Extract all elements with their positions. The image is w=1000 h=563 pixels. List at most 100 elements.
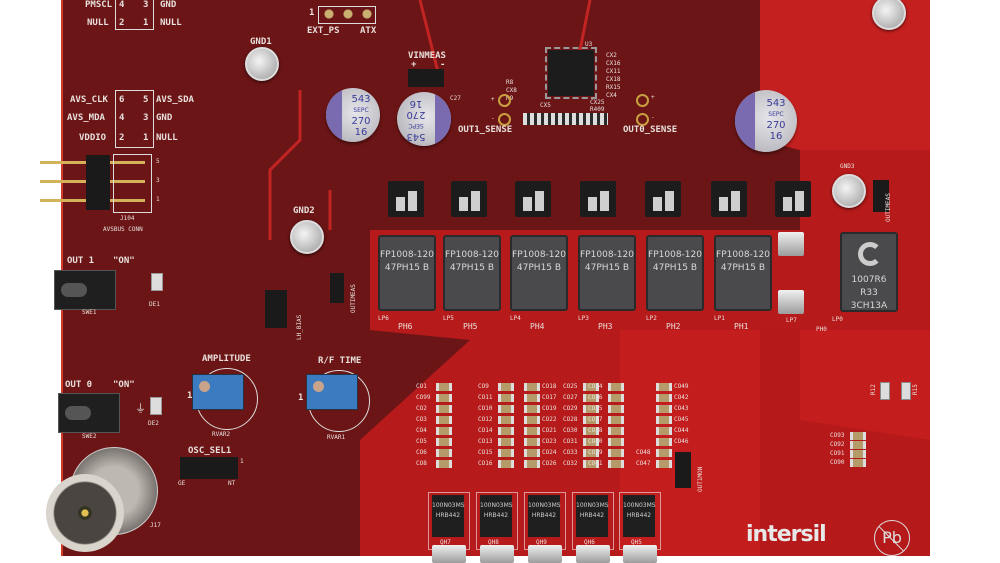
label-cx25: CX25: [590, 99, 605, 106]
label-swe1: SWE1: [82, 309, 97, 316]
label-co: CO90: [830, 459, 845, 466]
pad-icon: [795, 191, 804, 211]
label-plus: +: [651, 94, 655, 101]
label-de2: DE2: [148, 420, 159, 427]
sense-test-point[interactable]: [498, 94, 511, 107]
rf-time-potentiometer[interactable]: [306, 374, 358, 410]
pad-icon: [600, 191, 609, 211]
resistor-r12: [880, 382, 890, 400]
label-rvar1: RVAR1: [327, 434, 346, 441]
amplitude-potentiometer[interactable]: [192, 374, 244, 410]
label-u3: U3: [585, 41, 593, 48]
sense-test-point[interactable]: [498, 113, 511, 126]
label-gnd: GND: [160, 0, 177, 10]
sense-test-point[interactable]: [636, 113, 649, 126]
label-lp0: LP0: [832, 316, 843, 323]
label-vinmeas: VINMEAS: [408, 51, 446, 61]
led-de2: [150, 397, 162, 415]
label-co: CO43: [674, 405, 689, 412]
mlcc-capacitor: [498, 449, 514, 457]
pmbus-header: [115, 0, 154, 30]
pin-label: 3: [143, 0, 149, 10]
mlcc-capacitor: [498, 394, 514, 402]
pad-icon: [535, 191, 544, 211]
gnd1-test-point[interactable]: [245, 47, 279, 81]
mlcc-capacitor: [436, 394, 452, 402]
inductor-marking: FP1008-120: [580, 250, 634, 260]
mlcc-capacitor: [656, 383, 672, 391]
label-osc-sel1: OSC_SEL1: [188, 446, 232, 456]
label-co: CO19: [542, 405, 557, 412]
label-lp: LP5: [443, 315, 454, 322]
mlcc-capacitor: [524, 460, 540, 468]
label-null: NULL: [87, 18, 109, 28]
gnd2-test-point[interactable]: [290, 220, 324, 254]
outimeas-header[interactable]: [873, 180, 889, 212]
label-co: CO18: [542, 383, 557, 390]
cap-marking: 270: [766, 120, 786, 131]
label-r15: R15: [912, 384, 919, 395]
label-avsbus-conn: AVSBUS CONN: [103, 226, 143, 233]
label-co: CO49: [674, 383, 689, 390]
label-minus: -: [651, 114, 655, 121]
pin-label: 3: [156, 177, 160, 184]
lh-bias-jumper[interactable]: [265, 290, 287, 328]
label-ref: RX15: [606, 84, 621, 91]
label-pmscl: PMSCL: [85, 0, 113, 10]
lp7-pad: [778, 232, 804, 256]
label-lh-bias: LH_BIAS: [296, 314, 303, 340]
sense-test-point[interactable]: [636, 94, 649, 107]
label-avs-clk: AVS_CLK: [70, 95, 108, 105]
mosfet-marking: HRB442: [531, 512, 557, 519]
pin-label: 1: [298, 393, 304, 403]
out1mon-header[interactable]: [675, 452, 691, 488]
mlcc-capacitor: [498, 427, 514, 435]
outimeas-jumper[interactable]: [330, 273, 344, 303]
mlcc-capacitor: [608, 416, 624, 424]
avsbus-connector[interactable]: [86, 155, 110, 210]
mlcc-capacitor: [608, 438, 624, 446]
label-co: CO14: [478, 427, 493, 434]
label-co: CO30: [563, 427, 578, 434]
pin-label: 1: [309, 8, 315, 18]
label-co: CO35: [588, 405, 603, 412]
osc-sel-jumper[interactable]: [180, 457, 238, 479]
label-co: CO25: [563, 383, 578, 390]
inductor-ph0: 1007R6 R33 3CH13A: [840, 232, 898, 312]
label-qh: QH8: [488, 539, 499, 546]
label-minus: -: [440, 60, 446, 70]
label-co: CO8: [416, 460, 427, 467]
label-rf-time: R/F TIME: [318, 356, 362, 366]
mlcc-capacitor: [436, 383, 452, 391]
vinmeas-header[interactable]: [408, 69, 444, 87]
mlcc-capacitor: [608, 449, 624, 457]
inductor-marking: 47PH15 B: [384, 263, 430, 273]
pin-label: 4: [119, 0, 125, 10]
pin-label: 2: [119, 18, 125, 28]
label-j104: J104: [120, 215, 135, 222]
inductor-marking: FP1008-120: [648, 250, 702, 260]
label-co: CO46: [674, 438, 689, 445]
mlcc-capacitor: [608, 394, 624, 402]
standoff-top-right: [872, 0, 906, 30]
mlcc-capacitor: [583, 427, 599, 435]
label-ph: PH4: [530, 322, 545, 331]
out1-toggle-switch[interactable]: [54, 270, 116, 310]
label-lp: LP6: [378, 315, 389, 322]
label-out0: OUT 0: [65, 380, 93, 390]
gnd3-test-point[interactable]: [832, 174, 866, 208]
pin-label: 5: [143, 95, 149, 105]
label-co: CO10: [478, 405, 493, 412]
avsbus-outline: [113, 154, 152, 213]
label-plus: +: [411, 60, 417, 70]
mlcc-capacitor: [524, 449, 540, 457]
mosfet-pad: [480, 545, 514, 563]
label-co: CO4: [416, 427, 427, 434]
out0-toggle-switch[interactable]: [58, 393, 120, 433]
label-co: CO21: [542, 427, 557, 434]
